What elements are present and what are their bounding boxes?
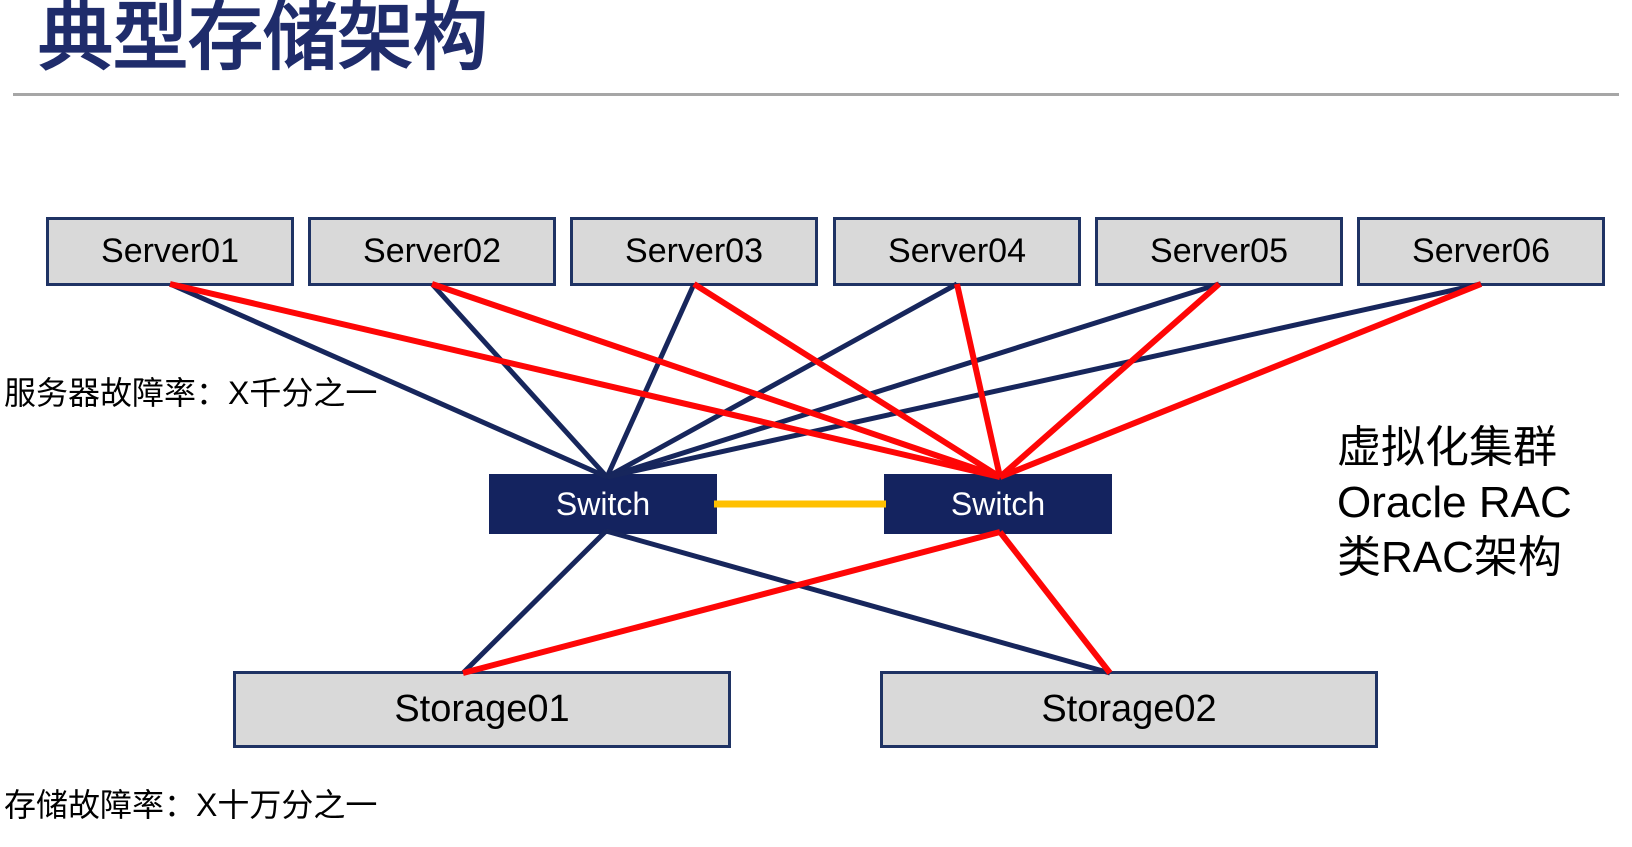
node-server06-label: Server06 (1412, 232, 1550, 270)
node-server02: Server02 (308, 217, 556, 286)
link-server4-switchR (954, 283, 1003, 478)
link-switchR-storage2 (997, 530, 1113, 675)
server-failure-rate-label: 服务器故障率：X千分之一 (4, 375, 378, 411)
link-server4-switchL (605, 281, 959, 480)
link-switchL-storage1 (461, 529, 608, 675)
link-server2-switchR (431, 281, 1001, 480)
node-storage01: Storage01 (233, 671, 731, 748)
node-server03-label: Server03 (625, 232, 763, 270)
node-server02-label: Server02 (363, 232, 501, 270)
node-switch-left-label: Switch (555, 485, 651, 522)
node-server01: Server01 (46, 217, 294, 286)
node-server04: Server04 (833, 217, 1081, 286)
node-switch-left: Switch (489, 474, 717, 534)
architecture-note: 虚拟化集群 Oracle RAC 类RAC架构 (1337, 420, 1572, 585)
link-server2-switchL (430, 282, 609, 479)
page-title: 典型存储架构 (38, 0, 489, 79)
architecture-note-line1: 虚拟化集群 (1337, 423, 1557, 472)
architecture-note-line3: 类RAC架构 (1337, 533, 1562, 582)
node-storage01-label: Storage01 (394, 688, 570, 730)
node-server04-label: Server04 (888, 232, 1026, 270)
architecture-note-line2: Oracle RAC (1337, 478, 1572, 527)
link-server3-switchL (604, 282, 697, 479)
link-switchL-storage2 (605, 528, 1111, 676)
link-server3-switchR (692, 281, 1002, 480)
node-server03: Server03 (570, 217, 818, 286)
title-divider (13, 93, 1619, 96)
node-server06: Server06 (1357, 217, 1605, 286)
node-server05-label: Server05 (1150, 232, 1288, 270)
storage-failure-rate-label: 存储故障率：X十万分之一 (4, 787, 378, 823)
node-switch-right: Switch (884, 474, 1112, 534)
node-server01-label: Server01 (101, 232, 239, 270)
link-switchR-storage1 (462, 529, 1001, 676)
node-storage02-label: Storage02 (1041, 688, 1217, 730)
node-switch-right-label: Switch (950, 485, 1046, 522)
node-server05: Server05 (1095, 217, 1343, 286)
link-server5-switchL (606, 281, 1220, 480)
node-storage02: Storage02 (880, 671, 1378, 748)
link-server5-switchR (998, 281, 1221, 480)
